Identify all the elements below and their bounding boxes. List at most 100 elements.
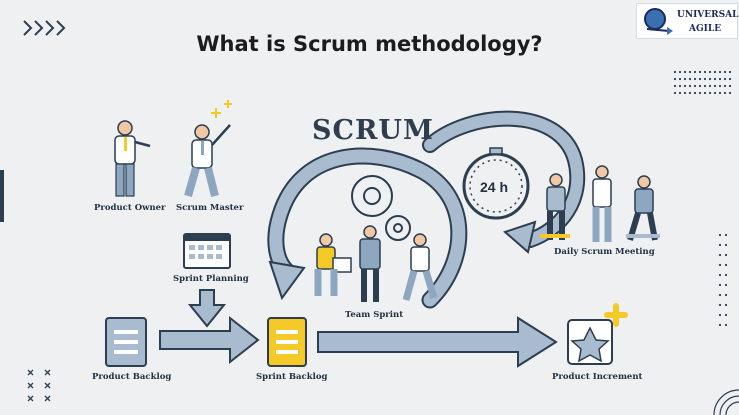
label-sprint-planning: Sprint Planning [173, 274, 249, 284]
increment-arrow [317, 316, 558, 368]
dot [673, 70, 677, 74]
dot [673, 77, 677, 81]
dot [718, 313, 722, 317]
dot [678, 70, 682, 74]
chevrons-icon [23, 20, 66, 36]
dot [683, 70, 687, 74]
edge-bar [0, 170, 4, 222]
dot [723, 84, 727, 88]
dot [698, 91, 702, 95]
page-title: What is Scrum methodology? [196, 32, 543, 56]
dot [718, 293, 722, 297]
dot [718, 91, 722, 95]
scrum-master-figure [184, 100, 232, 198]
arc-decoration [713, 389, 739, 415]
dot [718, 273, 722, 277]
label-scrum-master: Scrum Master [176, 203, 244, 213]
timer-label: 24 h [480, 179, 509, 195]
dot [708, 84, 712, 88]
dot [718, 77, 722, 81]
dot [678, 91, 682, 95]
dot [728, 77, 732, 81]
dot [728, 84, 732, 88]
label-product-owner: Product Owner [94, 203, 166, 213]
dot [724, 303, 728, 307]
dot [713, 84, 717, 88]
dot [728, 70, 732, 74]
globe-icon [644, 8, 673, 35]
dot [688, 77, 692, 81]
dot [713, 70, 717, 74]
calendar-icon [183, 233, 231, 269]
label-product-increment: Product Increment [552, 372, 643, 382]
dot [718, 283, 722, 287]
dot [724, 293, 728, 297]
label-team-sprint: Team Sprint [345, 310, 404, 320]
x-marks-decoration [27, 369, 51, 402]
logo-text-line2: AGILE [689, 24, 722, 34]
team-sprint-figures [314, 225, 438, 302]
dot [713, 91, 717, 95]
timer-icon [462, 147, 530, 220]
dot [688, 91, 692, 95]
dot [718, 253, 722, 257]
dot [718, 70, 722, 74]
dot [723, 70, 727, 74]
dot [673, 84, 677, 88]
dot [703, 84, 707, 88]
sprint-backlog-icon [267, 317, 307, 367]
sprint-cycle-arrow [267, 147, 468, 309]
dot [678, 77, 682, 81]
product-owner-figure [114, 120, 151, 197]
backlog-arrow [159, 315, 260, 365]
dot [718, 323, 722, 327]
dot [693, 70, 697, 74]
dot [708, 91, 712, 95]
dot [724, 263, 728, 267]
label-sprint-backlog: Sprint Backlog [256, 372, 328, 382]
gear-icon [351, 175, 411, 241]
dot [688, 84, 692, 88]
dot [688, 70, 692, 74]
dot [724, 233, 728, 237]
dot [673, 91, 677, 95]
dot [698, 84, 702, 88]
dot [718, 84, 722, 88]
planning-arrow [187, 289, 227, 328]
dot [693, 84, 697, 88]
label-product-backlog: Product Backlog [92, 372, 172, 382]
dot [703, 70, 707, 74]
product-increment-icon [567, 303, 628, 365]
dot [693, 77, 697, 81]
dot [708, 77, 712, 81]
dot [724, 313, 728, 317]
dot [693, 91, 697, 95]
dot [724, 243, 728, 247]
logo: UNIVERSAL AGILE [636, 3, 738, 39]
daily-scrum-figures [540, 165, 660, 242]
dot [724, 283, 728, 287]
dot [683, 77, 687, 81]
dot [728, 91, 732, 95]
dot [713, 77, 717, 81]
dot [718, 263, 722, 267]
dot [708, 70, 712, 74]
dot [683, 91, 687, 95]
dot [703, 91, 707, 95]
dot [698, 77, 702, 81]
dot [718, 233, 722, 237]
dot [678, 84, 682, 88]
scrum-heading: SCRUM [312, 115, 434, 146]
logo-text-line1: UNIVERSAL [677, 10, 739, 20]
dot [683, 84, 687, 88]
dot [723, 91, 727, 95]
dot [698, 70, 702, 74]
dot [724, 323, 728, 327]
label-daily-scrum-meeting: Daily Scrum Meeting [554, 247, 655, 257]
dot [718, 243, 722, 247]
dot [703, 77, 707, 81]
dot-grid-decoration [673, 70, 732, 327]
dot [724, 273, 728, 277]
